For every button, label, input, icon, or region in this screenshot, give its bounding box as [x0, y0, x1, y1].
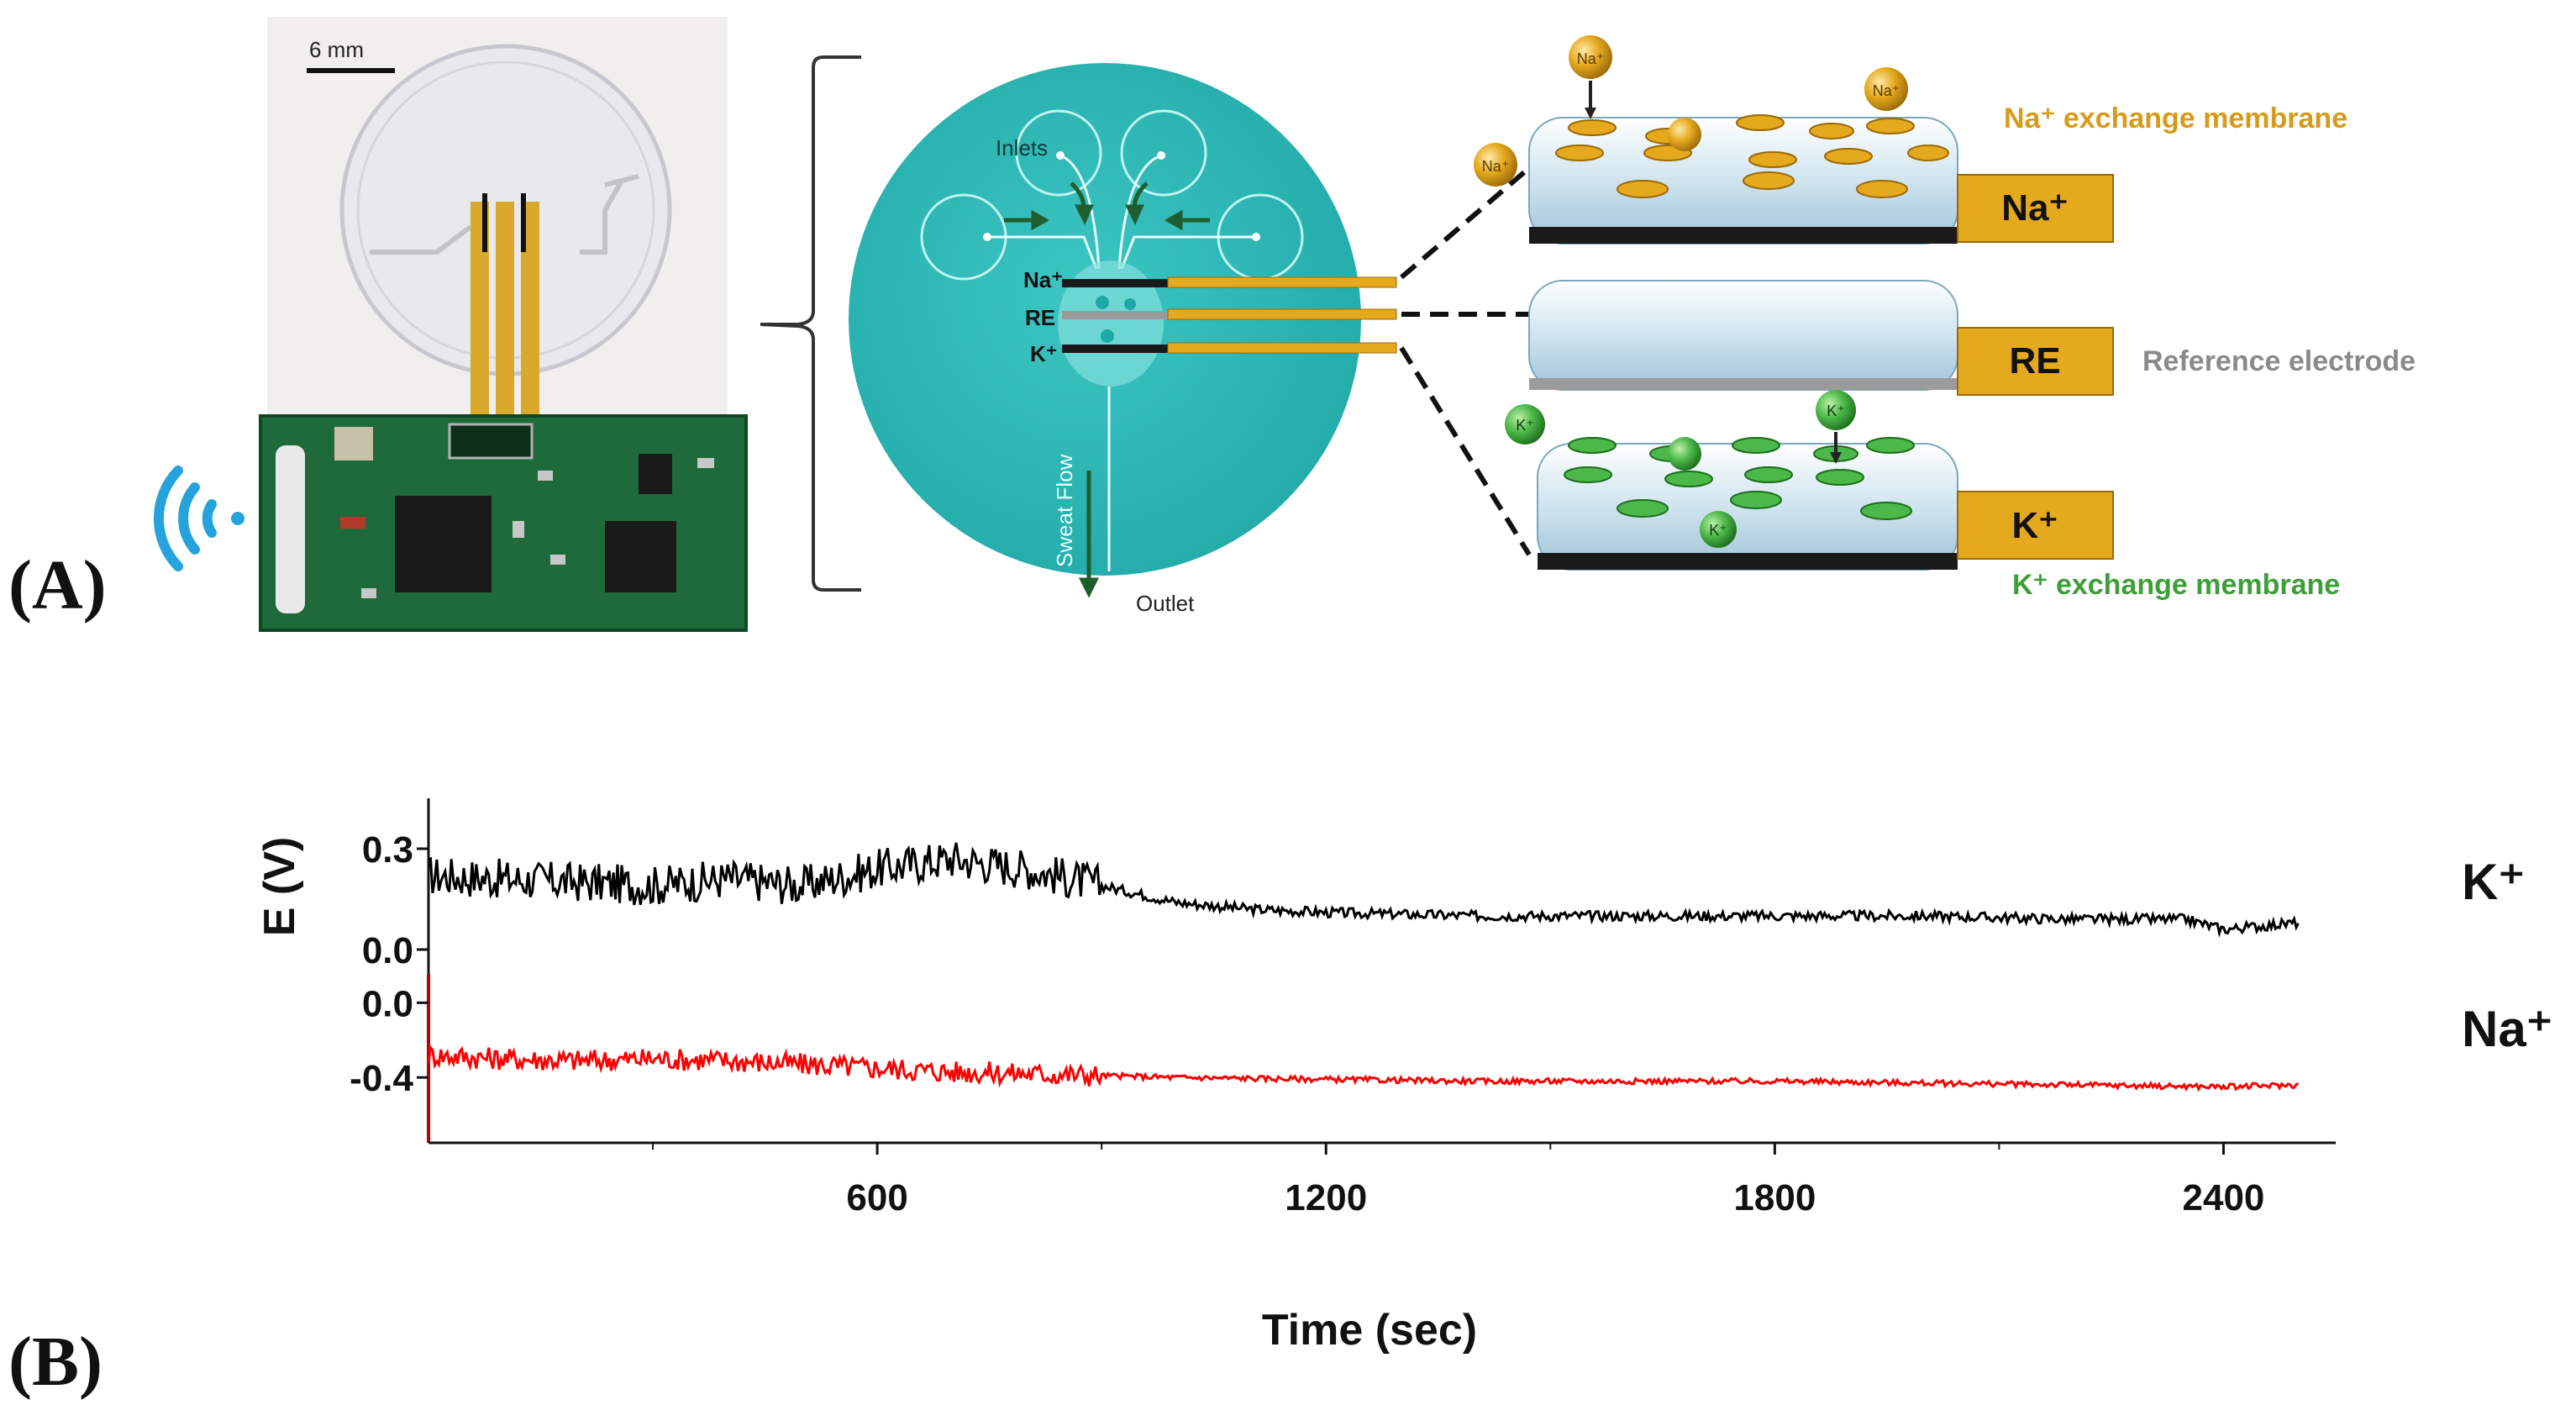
na-series-label: Na⁺	[2462, 1001, 2552, 1057]
re-caption: Reference electrode	[2142, 345, 2416, 377]
potential-chart: E (V) Time (sec) K⁺ Na⁺ 0.3 0.0 0.0 -0.4 600…	[255, 798, 2552, 1355]
device-photo: 6 mm	[154, 17, 748, 632]
panel-a-label: (A)	[8, 546, 107, 624]
y-axis-label: E (V)	[255, 837, 304, 936]
x-tick-label: 2400	[2183, 1177, 2265, 1218]
na-ion-label: Na⁺	[1577, 50, 1605, 67]
na-caption: Na⁺ exchange membrane	[2004, 103, 2347, 134]
radio-chip	[605, 521, 676, 592]
re-tab-label: RE	[2009, 340, 2060, 381]
k-ion-label: K⁺	[1516, 417, 1534, 434]
k-caption: K⁺ exchange membrane	[2012, 569, 2340, 601]
y-tick-label: 0.0	[362, 930, 413, 971]
na-membrane-illustration: Na⁺ Na⁺ Na⁺ Na⁺ Na⁺ exchange membrane	[1474, 35, 2347, 245]
chip-label-re: RE	[1025, 305, 1055, 330]
k-tab-label: K⁺	[2012, 505, 2058, 546]
crystal	[334, 427, 373, 460]
y-tick-label: -0.4	[350, 1058, 413, 1099]
inlets-label: Inlets	[996, 135, 1048, 160]
x-axis-label: Time (sec)	[1262, 1306, 1477, 1355]
chip-label-na: Na⁺	[1023, 267, 1063, 292]
k-membrane-illustration: K⁺ K⁺ K⁺ K⁺ K⁺ exchange membrane	[1505, 390, 2340, 601]
battery	[276, 445, 305, 613]
connector	[448, 423, 534, 460]
reference-electrode-illustration: RE Reference electrode	[1528, 280, 2416, 396]
sweat-flow-label: Sweat Flow	[1052, 454, 1077, 567]
series-line	[428, 842, 2300, 938]
na-ion-label: Na⁺	[1873, 82, 1900, 99]
re-tab	[1957, 327, 2114, 396]
series-line	[427, 1045, 2300, 1092]
inlet-well	[1015, 109, 1102, 197]
scale-label: 6 mm	[309, 37, 364, 62]
inlet-well	[1120, 109, 1207, 197]
main-chip	[395, 496, 492, 592]
panel-b-label: (B)	[8, 1323, 103, 1401]
k-ion-label: K⁺	[1709, 522, 1727, 539]
k-ion-label: K⁺	[1827, 403, 1845, 419]
y-tick-label: 0.3	[362, 829, 413, 871]
x-tick-label: 1200	[1285, 1177, 1367, 1218]
sensing-chamber	[1058, 260, 1164, 387]
electrode-leads	[471, 193, 539, 429]
chip-electrodes	[1062, 276, 1397, 354]
chip-schematic: Inlets Na⁺ RE K⁺ Sweat Flow Outlet	[849, 63, 1397, 616]
bracket	[760, 55, 861, 592]
x-tick-label: 1800	[1733, 1177, 1816, 1218]
outlet-label: Outlet	[1136, 591, 1195, 616]
x-tick-label: 600	[846, 1177, 907, 1218]
k-series-label: K⁺	[2462, 854, 2525, 910]
na-ion-label: Na⁺	[1482, 158, 1510, 175]
k-tab	[1957, 491, 2114, 560]
zoom-connectors	[1399, 166, 1532, 556]
wireless-icon	[154, 466, 244, 571]
chip-label-k: K⁺	[1030, 341, 1058, 366]
na-tab-label: Na⁺	[2001, 187, 2068, 229]
na-tab	[1957, 174, 2114, 243]
y-tick-label: 0.0	[362, 983, 413, 1024]
pcb-board	[259, 414, 748, 632]
